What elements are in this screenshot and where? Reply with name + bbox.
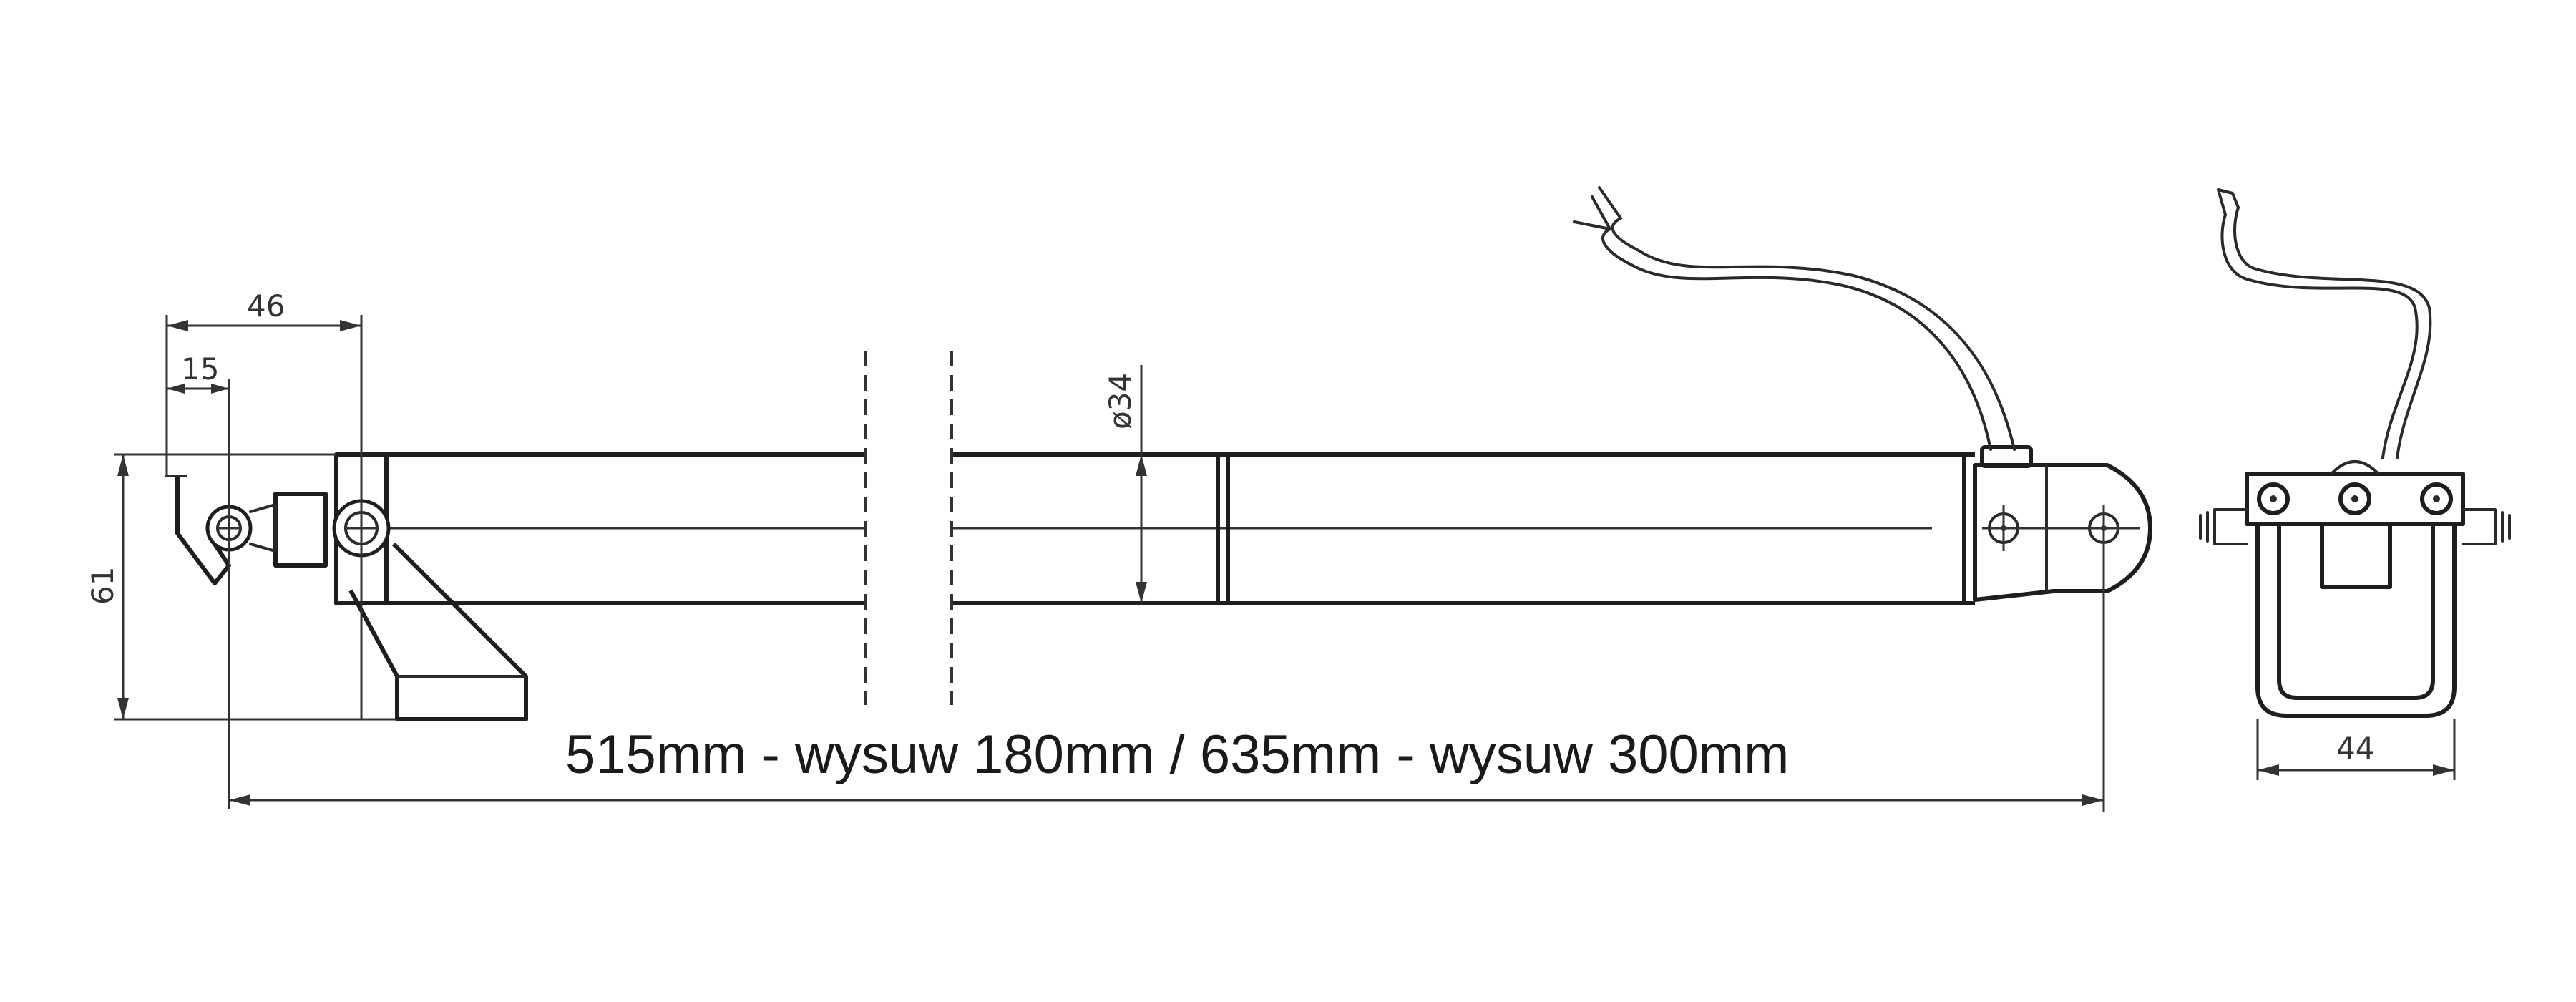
dimension-diameter-34: ø34 bbox=[1103, 365, 1147, 603]
dimension-15: 15 bbox=[167, 351, 230, 809]
dim-61-label: 61 bbox=[85, 567, 120, 605]
dimension-61: 61 bbox=[85, 453, 397, 721]
dimension-46: 46 bbox=[165, 288, 363, 719]
front-mount bbox=[165, 452, 528, 721]
length-caption: 515mm - wysuw 180mm / 635mm - wysuw 300m… bbox=[565, 724, 1789, 785]
dim-15-label: 15 bbox=[181, 351, 219, 386]
actuator-tube bbox=[336, 351, 1975, 705]
dim-44-label: 44 bbox=[2336, 731, 2374, 766]
actuator-side-view: 46 15 61 ø34 bbox=[85, 186, 2152, 812]
dimension-44: 44 bbox=[2256, 719, 2456, 780]
dim-46-label: 46 bbox=[247, 288, 285, 324]
power-cable bbox=[1573, 186, 2033, 468]
dimension-overall-length bbox=[229, 544, 2105, 812]
dim-34-label: ø34 bbox=[1103, 373, 1138, 429]
rear-clevis bbox=[1973, 463, 2152, 602]
actuator-end-view: 44 bbox=[2199, 188, 2511, 780]
